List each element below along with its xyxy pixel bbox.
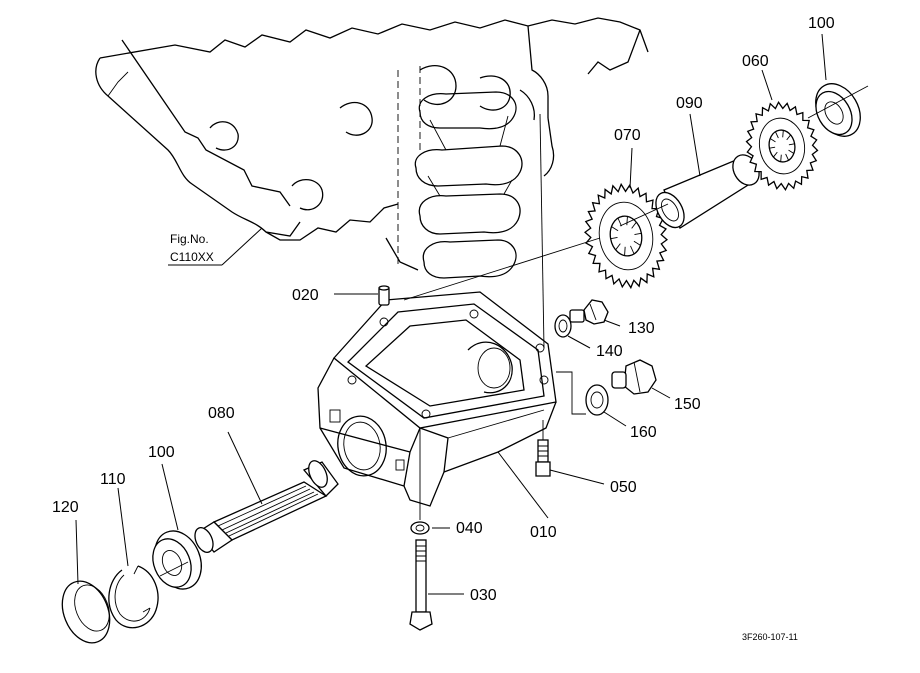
- gear070-spline-line: [634, 232, 642, 235]
- part-label-150: 150: [674, 396, 701, 413]
- stud-bolt-050: 050: [535, 420, 637, 496]
- case-010: [317, 291, 557, 507]
- gear060-spline-line: [769, 138, 776, 143]
- gasket-160: 160: [556, 371, 657, 441]
- part-label-100-left: 100: [148, 444, 175, 461]
- gear070-spline-line: [631, 221, 637, 229]
- gear060-spline-line: [773, 151, 778, 158]
- figure-leader: [221, 227, 263, 266]
- gear060-spline-line: [775, 131, 779, 139]
- gear-060: 060: [742, 53, 819, 192]
- part-label-060: 060: [742, 53, 769, 70]
- drawing-number: 3F260-107-11: [742, 632, 798, 642]
- gear070-hub: [598, 201, 654, 271]
- sleeve-090: 090: [655, 95, 760, 229]
- gasket-140: 140: [554, 314, 623, 360]
- gear060-spline-line: [785, 153, 789, 161]
- assembly-axis-lines: [159, 85, 869, 577]
- part-label-040: 040: [456, 520, 483, 537]
- gear060-spline-line: [788, 143, 795, 146]
- gear070-spline-line: [615, 243, 621, 251]
- gear060-spline-line: [769, 146, 776, 149]
- dowel-pin-020: 020: [292, 285, 390, 306]
- plug-130: 130: [569, 299, 655, 337]
- part-label-080: 080: [208, 405, 235, 422]
- part-label-090: 090: [676, 95, 703, 112]
- gear070-spline-line: [633, 240, 641, 246]
- part-label-100-right: 100: [808, 15, 835, 32]
- gear060-spline-line: [782, 130, 784, 138]
- part-label-050: 050: [610, 479, 637, 496]
- gear070-spline-line: [617, 217, 622, 227]
- gear060-spline-line: [788, 149, 795, 154]
- figure-reference: Fig.No. C110XX: [168, 227, 263, 266]
- part-label-140: 140: [596, 343, 623, 360]
- gear070-spline-line: [610, 237, 618, 240]
- figure-label: Fig.No.: [170, 232, 209, 246]
- ball-bearing-100-left: 100: [148, 444, 202, 590]
- part-label-120: 120: [52, 499, 79, 516]
- gear070-spline-line: [630, 245, 635, 255]
- part-label-010: 010: [530, 524, 557, 541]
- gear070-spline-line: [624, 246, 626, 256]
- nut-040: 040: [410, 520, 483, 537]
- figure-code: C110XX: [170, 250, 214, 264]
- snap-ring-110: 110: [100, 471, 159, 629]
- splined-shaft-080: 080: [194, 405, 339, 553]
- gear070-spline-line: [611, 226, 619, 232]
- gear-070: 070: [583, 127, 669, 290]
- engine-housing-reference: [95, 17, 649, 279]
- part-label-070: 070: [614, 127, 641, 144]
- plug-150: 150: [611, 359, 701, 413]
- part-label-110: 110: [100, 471, 126, 488]
- gear060-spline-line: [780, 154, 782, 162]
- part-label-130: 130: [628, 320, 655, 337]
- part-label-160: 160: [630, 424, 657, 441]
- part-label-020: 020: [292, 287, 319, 304]
- ball-bearing-100-right: 100: [808, 15, 861, 137]
- cover-plate-120: 120: [52, 499, 111, 644]
- gear060-hub: [758, 117, 806, 175]
- case-label: 010: [497, 451, 557, 541]
- gear060-spline-line: [786, 134, 791, 141]
- gear070-spline-line: [626, 216, 628, 226]
- part-label-030: 030: [470, 587, 497, 604]
- bolt-030: 030: [409, 428, 497, 631]
